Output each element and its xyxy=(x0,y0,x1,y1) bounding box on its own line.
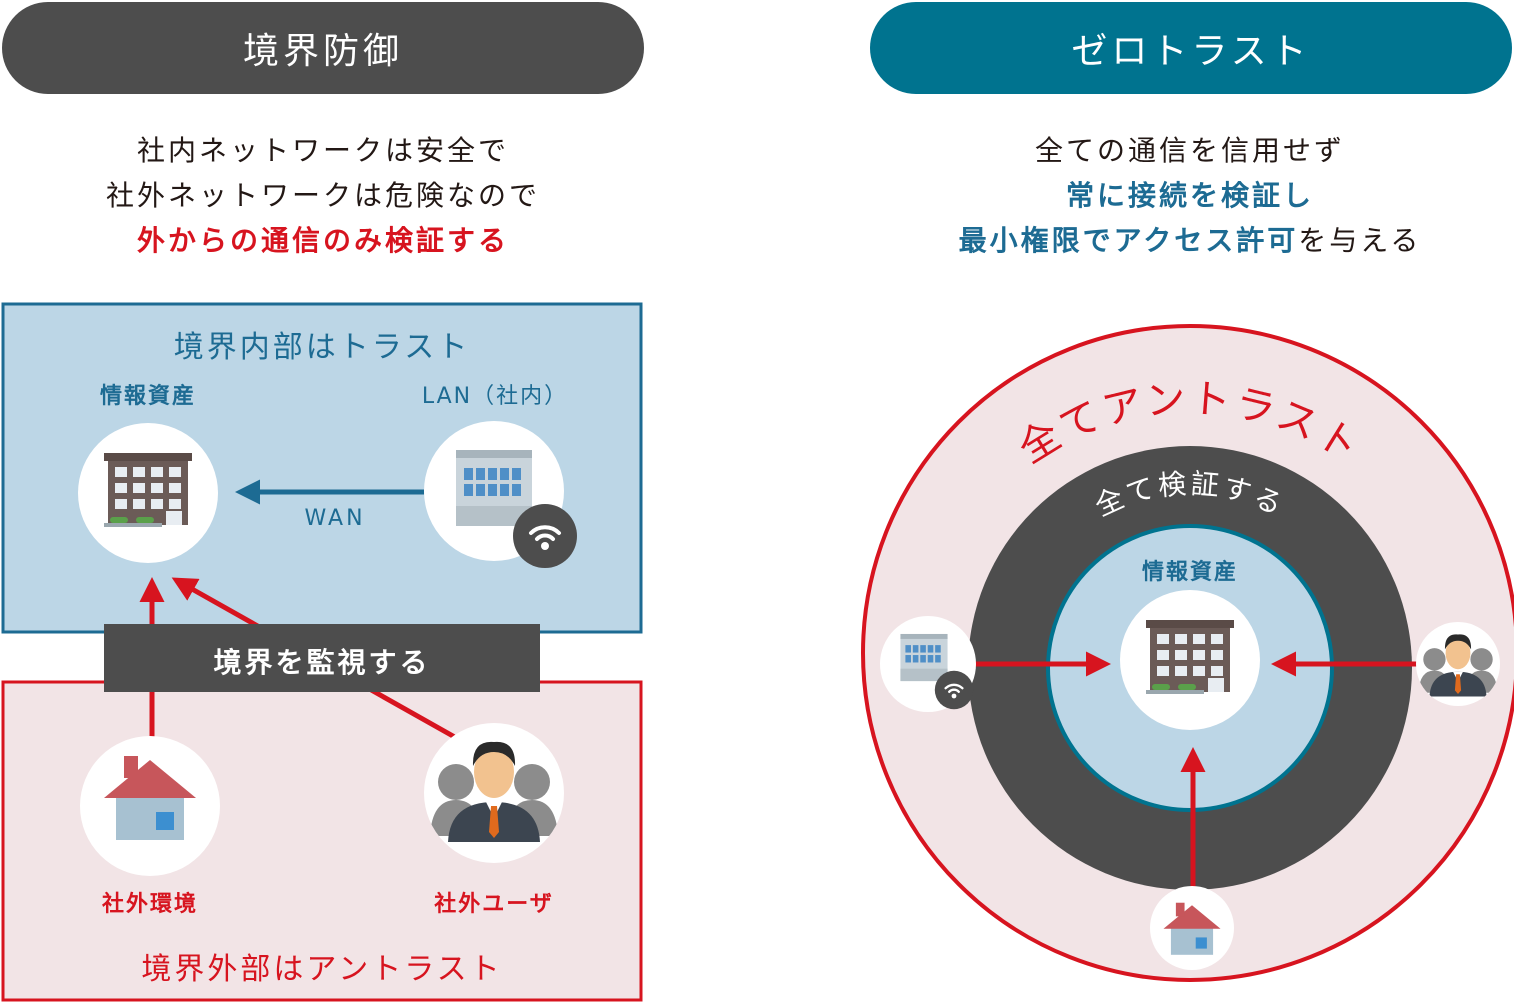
zero-trust-header: ゼロトラスト xyxy=(870,2,1512,94)
ext-user-label: 社外ユーザ xyxy=(434,892,554,917)
perimeter-desc-line2: 社外ネットワークは危険なので xyxy=(105,179,540,212)
zero-trust-desc-line1: 全ての通信を信用せず xyxy=(1034,134,1345,167)
untrust-zone-title: 境界外部はアントラスト xyxy=(141,952,503,987)
lan-label: LAN（社内） xyxy=(421,384,569,409)
zero-trust-description: 全ての通信を信用せず 常に接続を検証し 最小権限でアクセス許可を与える xyxy=(890,128,1490,263)
perimeter-defense-header: 境界防御 xyxy=(2,2,644,94)
zt-wifi-icon xyxy=(933,669,975,711)
wifi-icon xyxy=(511,502,579,570)
wan-label: WAN xyxy=(304,506,366,531)
zero-trust-desc-line3: 最小権限でアクセス許可を与える xyxy=(890,218,1490,263)
zt-office-icon xyxy=(900,633,948,682)
perimeter-desc-line1: 社内ネットワークは安全で xyxy=(136,134,509,167)
monitor-label: 境界を監視する xyxy=(213,646,431,679)
zero-trust-desc-line3-rest: を与える xyxy=(1298,224,1422,257)
trust-zone-title: 境界内部はトラスト xyxy=(173,330,471,365)
zero-trust-desc-line2: 常に接続を検証し xyxy=(1065,179,1314,212)
perimeter-desc-line3: 外からの通信のみ検証する xyxy=(136,224,509,257)
ext-env-label: 社外環境 xyxy=(101,892,198,917)
monitor-bar xyxy=(104,624,540,692)
zt-asset-label: 情報資産 xyxy=(1141,560,1238,585)
office-building-icon xyxy=(456,450,532,526)
zero-trust-desc-line3-emphasis: 最小権限でアクセス許可 xyxy=(958,224,1299,257)
zt-asset-building-icon xyxy=(1146,620,1234,694)
asset-building-icon xyxy=(104,453,192,527)
perimeter-description: 社内ネットワークは安全で 社外ネットワークは危険なので 外からの通信のみ検証する xyxy=(20,128,626,263)
asset-label: 情報資産 xyxy=(99,384,196,409)
